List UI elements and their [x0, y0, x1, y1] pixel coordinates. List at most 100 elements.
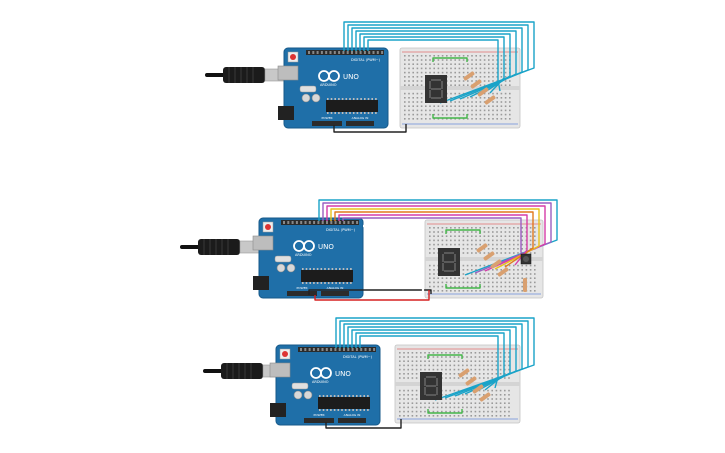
digital-label: DIGITAL (PWM~)	[343, 355, 373, 359]
digital-header[interactable]	[298, 347, 376, 352]
breadboard-hole	[534, 273, 536, 275]
breadboard-hole	[462, 55, 465, 57]
breadboard-hole	[488, 80, 490, 82]
digital-header[interactable]	[306, 50, 384, 55]
breadboard-hole	[466, 356, 468, 358]
breadboard-hole	[479, 55, 482, 57]
breadboard-hole	[399, 364, 401, 367]
breadboard-hole	[478, 373, 481, 375]
breadboard[interactable]	[399, 47, 521, 129]
breadboard-hole	[446, 105, 448, 107]
breadboard-hole	[453, 410, 456, 413]
breadboard-hole	[437, 290, 439, 292]
breadboard-hole	[445, 243, 448, 246]
chip-pin	[326, 395, 328, 397]
breadboard-hole	[521, 248, 523, 250]
breadboard-hole	[487, 281, 490, 284]
breadboard-hole	[483, 227, 486, 229]
breadboard-hole	[513, 231, 515, 233]
breadboard-hole	[429, 235, 431, 237]
breadboard-hole	[471, 243, 473, 246]
breadboard-hole	[449, 389, 451, 392]
breadboard-hole	[441, 290, 444, 292]
breadboard-hole	[458, 105, 461, 107]
breadboard-hole	[436, 410, 439, 413]
breadboard-hole	[492, 113, 494, 116]
breadboard-hole	[420, 415, 422, 417]
breadboard-hole	[487, 273, 490, 275]
breadboard-hole	[462, 394, 464, 396]
breadboard-hole	[424, 406, 426, 409]
breadboard-hole	[504, 290, 507, 292]
breadboard-hole	[462, 105, 465, 107]
breadboard-hole	[508, 277, 511, 279]
breadboard[interactable]	[394, 344, 521, 424]
breadboard-hole	[420, 368, 422, 371]
breadboard-hole	[462, 239, 465, 242]
breadboard-hole	[483, 97, 486, 99]
breadboard-hole	[475, 101, 477, 103]
breadboard-hole	[467, 101, 469, 103]
jumper-wire-red	[314, 290, 430, 301]
pushbutton[interactable]	[520, 253, 532, 265]
breadboard-hole	[513, 269, 515, 271]
breadboard-hole	[483, 252, 486, 254]
capacitor	[303, 390, 313, 400]
usb-port[interactable]	[269, 362, 291, 378]
power-jack[interactable]	[270, 403, 286, 417]
digital-header[interactable]	[281, 220, 359, 225]
breadboard-hole	[449, 402, 451, 404]
chip-pin	[324, 282, 326, 284]
breadboard-hole	[479, 63, 482, 65]
analog-header[interactable]	[346, 121, 374, 126]
breadboard-hole	[411, 368, 414, 371]
breadboard-hole	[504, 356, 506, 358]
power-jack[interactable]	[278, 106, 294, 120]
breadboard-hole	[488, 67, 490, 70]
breadboard-hole	[487, 231, 490, 233]
breadboard-hole	[504, 55, 507, 57]
breadboard-hole	[399, 389, 401, 392]
breadboard-hole	[483, 105, 486, 107]
breadboard-hole	[495, 402, 498, 404]
power-jack[interactable]	[253, 276, 269, 290]
breadboard-hole	[462, 252, 465, 254]
header-pin	[342, 51, 345, 54]
chip-pin	[375, 98, 377, 100]
breadboard-hole	[408, 76, 410, 78]
breadboard-hole	[466, 231, 469, 233]
breadboard-hole	[495, 368, 498, 371]
analog-header[interactable]	[321, 291, 349, 296]
breadboard-hole	[504, 118, 507, 120]
breadboard-hole	[470, 364, 472, 367]
breadboard-hole	[429, 277, 431, 279]
breadboard-hole	[491, 402, 493, 404]
breadboard-hole	[454, 231, 456, 233]
breadboard-hole	[487, 285, 490, 288]
breadboard-hole	[441, 277, 444, 279]
header-pin	[373, 348, 376, 351]
power-header[interactable]	[287, 291, 317, 296]
breadboard-hole	[457, 373, 460, 375]
breadboard-hole	[416, 84, 419, 86]
power-header[interactable]	[312, 121, 342, 126]
power-header[interactable]	[304, 418, 334, 423]
breadboard-hole	[487, 227, 490, 229]
breadboard-hole	[429, 109, 431, 112]
analog-header[interactable]	[338, 418, 366, 423]
breadboard-hole	[412, 105, 414, 107]
breadboard-hole	[450, 71, 452, 74]
breadboard-hole	[478, 394, 481, 396]
breadboard-hole	[513, 264, 515, 267]
breadboard-hole	[521, 231, 523, 233]
breadboard-hole	[521, 235, 523, 237]
breadboard-hole	[517, 273, 519, 275]
usb-port[interactable]	[252, 235, 274, 251]
breadboard-hole	[415, 377, 418, 379]
breadboard-hole	[420, 59, 423, 61]
usb-port[interactable]	[277, 65, 299, 81]
pushbutton-cap[interactable]	[523, 256, 529, 262]
